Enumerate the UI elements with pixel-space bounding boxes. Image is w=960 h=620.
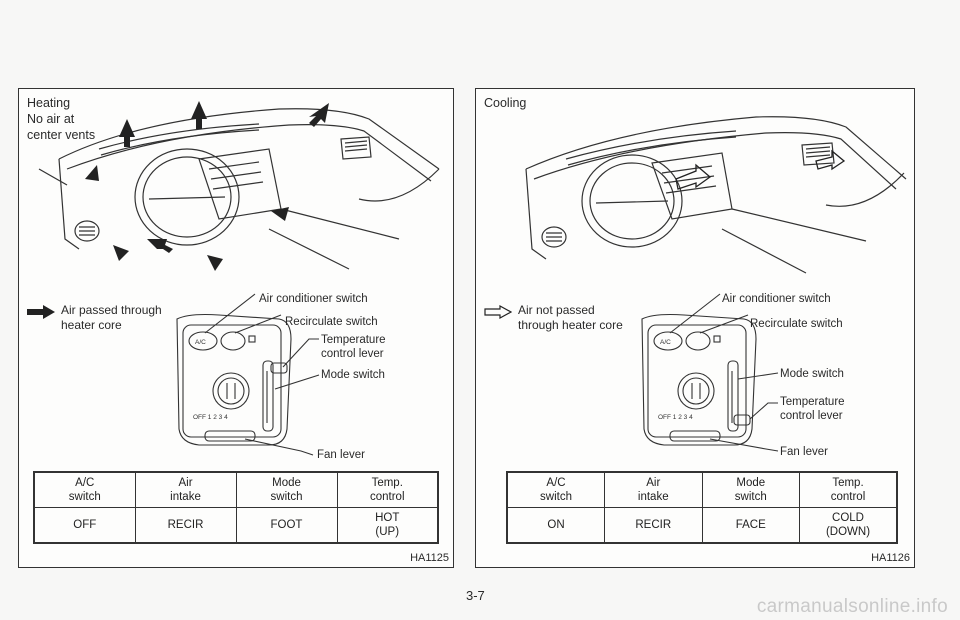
table-value-row: OFF RECIR FOOT HOT(UP): [33, 507, 439, 544]
fan-scale-label: OFF 1 2 3 4: [658, 414, 693, 421]
ac-button-label: A/C: [195, 339, 206, 346]
airflow-arrows: [85, 101, 329, 271]
value-temp-control: COLD(DOWN): [799, 507, 898, 544]
heating-dashboard-illustration: [38, 101, 440, 271]
value-ac-switch: ON: [506, 507, 605, 544]
heating-diagram-panel: Heating No air at center vents: [18, 88, 454, 568]
value-mode-switch: FOOT: [235, 507, 338, 544]
solid-arrow-icon: [27, 305, 55, 319]
cooling-control-panel-illustration: A/C OFF 1 2 3 4: [641, 293, 779, 452]
figure-code: HA1126: [871, 552, 910, 564]
airflow-outline-arrows: [675, 149, 846, 190]
value-ac-switch: OFF: [33, 507, 136, 544]
callout-air-conditioner-switch: Air conditioner switch: [259, 293, 368, 305]
callout-temperature-control-lever: Temperature control lever: [780, 396, 845, 422]
callout-fan-lever: Fan lever: [317, 449, 365, 461]
cooling-title: Cooling: [484, 96, 527, 110]
heating-control-panel-illustration: A/C OFF 1 2 3 4: [176, 293, 320, 456]
value-air-intake: RECIR: [604, 507, 703, 544]
heating-title: Heating No air at center vents: [27, 96, 96, 142]
figure-code: HA1125: [410, 552, 449, 564]
header-temp-control: Temp.control: [799, 471, 898, 508]
callout-recirculate-switch: Recirculate switch: [750, 318, 843, 330]
watermark: carmanualsonline.info: [756, 596, 948, 617]
value-air-intake: RECIR: [134, 507, 237, 544]
cooling-dashboard-illustration: [525, 116, 907, 274]
callout-air-conditioner-switch: Air conditioner switch: [722, 293, 831, 305]
callout-mode-switch: Mode switch: [321, 369, 385, 381]
fan-scale-label: OFF 1 2 3 4: [193, 414, 228, 421]
table-value-row: ON RECIR FACE COLD(DOWN): [506, 507, 898, 544]
ac-button-label: A/C: [660, 339, 671, 346]
callout-temperature-control-lever: Temperature control lever: [321, 334, 386, 360]
header-temp-control: Temp.control: [336, 471, 439, 508]
page-number: 3-7: [466, 588, 485, 603]
callout-fan-lever: Fan lever: [780, 446, 828, 458]
callout-mode-switch: Mode switch: [780, 368, 844, 380]
value-temp-control: HOT(UP): [336, 507, 439, 544]
outline-arrow-icon: [484, 305, 512, 319]
value-mode-switch: FACE: [701, 507, 800, 544]
callout-recirculate-switch: Recirculate switch: [285, 316, 378, 328]
cooling-diagram-panel: Cooling Air: [475, 88, 915, 568]
